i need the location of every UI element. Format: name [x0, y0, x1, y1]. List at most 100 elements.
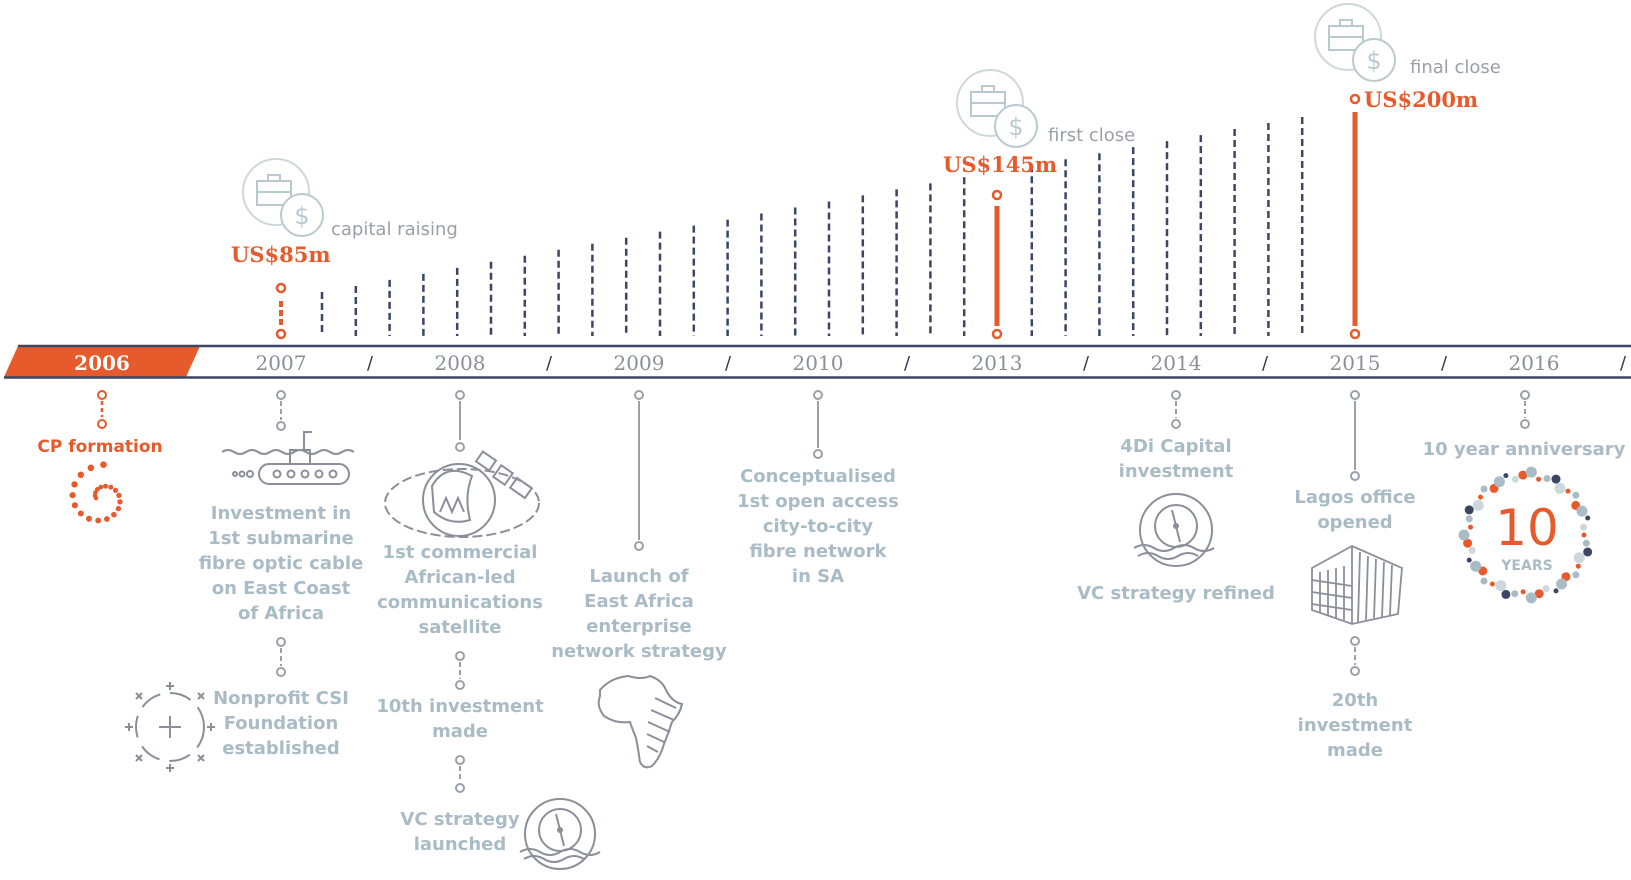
event-label: CP formation — [37, 437, 162, 457]
badge-dot — [1556, 578, 1568, 590]
event-cp-formation: CP formation — [37, 390, 163, 524]
svg-text:$: $ — [1366, 47, 1381, 75]
year-separator: / — [546, 353, 553, 374]
fund-marker-200m — [1349, 93, 1361, 340]
year-separator: / — [1441, 353, 1448, 374]
event-20th-investment: 20th investment made — [1298, 636, 1413, 761]
event-label-line: network strategy — [551, 641, 727, 662]
event-label-line: Nonprofit CSI — [213, 688, 349, 709]
logo-dot — [98, 484, 104, 490]
logo-dot — [87, 464, 95, 472]
event-label-line: investment — [1298, 715, 1413, 736]
event-label-line: 20th — [1332, 690, 1378, 711]
event-label-line: in SA — [792, 566, 844, 587]
event-csi-foundation: Nonprofit CSI Foundation established — [125, 637, 349, 772]
year-label-2006: 2006 — [74, 351, 130, 375]
event-label-line: investment — [1119, 461, 1234, 482]
svg-text:$: $ — [1008, 113, 1023, 141]
year-separators: / / / / / / / / — [367, 353, 1627, 374]
money-briefcase-icon: $ — [1314, 3, 1396, 82]
badge-dot — [1463, 538, 1473, 548]
badge-dot — [1489, 581, 1495, 587]
fund-marker-85m — [275, 282, 287, 340]
money-briefcase-icon: $ — [242, 158, 324, 237]
timeline-start-tab — [4, 346, 200, 377]
year-separator: / — [1083, 353, 1090, 374]
event-label-line: launched — [414, 834, 507, 855]
logo-dot — [117, 499, 123, 505]
fund-amount-85m: US$85m — [231, 242, 331, 267]
badge-dot — [1458, 529, 1470, 541]
badge-dot — [1542, 585, 1550, 593]
badge-dot — [1576, 505, 1588, 517]
event-label-line: 10 year anniversary — [1423, 439, 1626, 460]
svg-text:$: $ — [294, 202, 309, 230]
logo-dot — [71, 481, 78, 488]
cp-logo-icon — [69, 461, 123, 524]
event-label-line: communications — [377, 592, 543, 613]
event-label-line: Launch of — [589, 566, 688, 587]
badge-dot — [1495, 580, 1507, 592]
year-label-2013: 2013 — [972, 351, 1023, 375]
badge-dot — [1525, 466, 1537, 478]
capital-growth-bars — [320, 117, 1304, 336]
badge-dot — [1553, 588, 1559, 594]
crosshair-plus-icon — [125, 682, 215, 772]
badge-dot — [1551, 474, 1561, 484]
badge-dot — [1464, 505, 1474, 515]
badge-dot — [1468, 524, 1473, 530]
compass-icon — [519, 798, 601, 870]
event-label-line: on East Coast — [212, 578, 351, 599]
badge-dot — [1466, 557, 1472, 563]
event-label-line: city-to-city — [763, 516, 874, 537]
logo-dot — [77, 510, 84, 517]
event-label-line: Investment in — [211, 503, 351, 524]
compass-icon — [1133, 493, 1215, 567]
event-satellite: 1st commercial African-led communication… — [377, 390, 543, 638]
logo-dot — [108, 484, 114, 490]
badge-dot — [1581, 532, 1587, 538]
year-labels: 2006 2007 2008 2009 2010 2013 2014 2015 … — [74, 351, 1559, 375]
event-label-line: VC strategy refined — [1077, 583, 1275, 604]
badge-dot — [1573, 552, 1585, 564]
logo-dot — [77, 471, 85, 478]
anniversary-dot-ring — [1458, 466, 1593, 604]
anniversary-number: 10 — [1495, 499, 1559, 557]
logo-dot — [103, 483, 108, 489]
logo-dot — [100, 461, 107, 469]
fund-amount-200m: US$200m — [1364, 87, 1478, 112]
event-label-line: established — [222, 738, 340, 759]
badge-dot — [1543, 475, 1551, 482]
badge-dot — [1582, 539, 1590, 547]
badge-dot — [1575, 563, 1581, 569]
event-10-year-anniversary: 10 year anniversary 10 YEARS — [1423, 390, 1626, 604]
badge-dot — [1493, 476, 1505, 488]
fund-amount-145m: US$145m — [943, 152, 1057, 177]
event-label-line: of Africa — [238, 603, 324, 624]
event-label-line: VC strategy — [400, 809, 519, 830]
year-label-2010: 2010 — [793, 351, 844, 375]
event-label-line: African-led — [404, 567, 515, 588]
event-label-line: Conceptualised — [740, 466, 896, 487]
badge-dot — [1511, 590, 1519, 598]
logo-dot — [86, 515, 92, 522]
year-label-2007: 2007 — [256, 351, 307, 375]
logo-dot — [69, 492, 76, 499]
event-10th-investment: 10th investment made — [376, 651, 544, 742]
event-label-line: made — [1327, 740, 1383, 761]
year-separator: / — [1620, 353, 1627, 374]
africa-map-icon — [597, 674, 684, 769]
badge-dot — [1480, 577, 1488, 585]
year-label-2016: 2016 — [1509, 351, 1560, 375]
event-label-line: satellite — [419, 617, 502, 638]
year-separator: / — [725, 353, 732, 374]
event-label-line: Foundation — [224, 713, 339, 734]
year-label-2009: 2009 — [614, 351, 665, 375]
event-label-line: fibre optic cable — [199, 553, 364, 574]
event-submarine-cable: Investment in 1st submarine fibre optic … — [199, 390, 364, 624]
fund-label-final-close: final close — [1410, 57, 1501, 78]
year-label-2008: 2008 — [435, 351, 486, 375]
fund-label-capital-raising: capital raising — [331, 219, 458, 240]
event-label-line: made — [432, 721, 488, 742]
badge-dot — [1572, 491, 1580, 499]
